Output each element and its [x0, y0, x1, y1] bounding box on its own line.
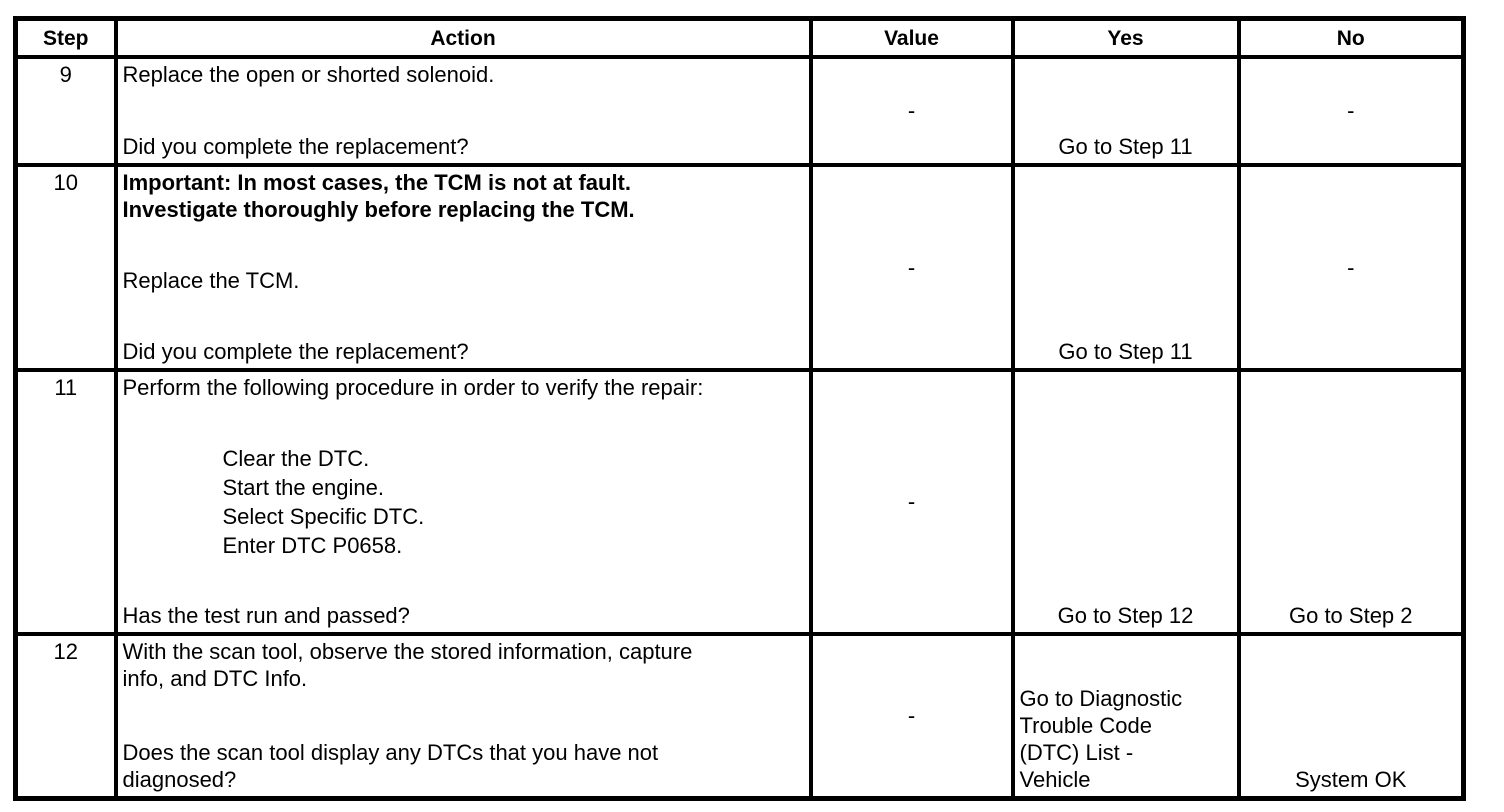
list-item: Select Specific DTC.: [222, 503, 425, 529]
col-header-yes: Yes: [1010, 16, 1241, 59]
value-cell: -: [808, 632, 1015, 801]
action-cell: Important: In most cases, the TCM is not…: [113, 163, 813, 372]
list-item: Enter DTC P0658.: [222, 532, 403, 558]
no-cell: Go to Step 2: [1236, 368, 1466, 636]
yes-cell: Go to Step 11: [1010, 55, 1241, 167]
step-cell: 10: [13, 163, 118, 372]
list-item: Start the engine.: [222, 474, 384, 500]
yes-cell: Go to Diagnostic Trouble Code (DTC) List…: [1010, 632, 1241, 801]
action-cell: Replace the open or shorted solenoid. Di…: [113, 55, 813, 167]
action-important-text: Important: In most cases, the TCM is not…: [122, 170, 635, 222]
step-number: 10: [53, 170, 78, 195]
action-question: Did you complete the replacement?: [122, 134, 469, 159]
action-text: With the scan tool, observe the stored i…: [122, 639, 693, 691]
no-cell: -: [1236, 163, 1466, 372]
table-row-step-10: 10 Important: In most cases, the TCM is …: [13, 163, 1466, 372]
header-row: Step Action Value Yes No: [13, 16, 1466, 59]
value-text: -: [907, 254, 916, 280]
table-row-step-11: 11 Perform the following procedure in or…: [13, 368, 1466, 636]
yes-text: Go to Diagnostic Trouble Code (DTC) List…: [1019, 686, 1183, 792]
diagnostic-table-container: Step Action Value Yes No 9 Replace the o…: [13, 16, 1466, 801]
action-text: Replace the open or shorted solenoid.: [122, 62, 495, 87]
yes-text: Go to Step 11: [1058, 339, 1193, 364]
yes-text: Go to Step 11: [1058, 134, 1193, 159]
col-header-step: Step: [13, 16, 118, 59]
step-number: 11: [54, 375, 78, 400]
action-text: Perform the following procedure in order…: [122, 375, 704, 400]
value-cell: -: [808, 55, 1015, 167]
step-number: 9: [59, 62, 72, 87]
col-header-value: Value: [808, 16, 1015, 59]
step-cell: 9: [13, 55, 118, 167]
no-cell: -: [1236, 55, 1466, 167]
table-row-step-12: 12 With the scan tool, observe the store…: [13, 632, 1466, 801]
value-text: -: [907, 703, 916, 728]
action-question: Did you complete the replacement?: [122, 339, 469, 364]
yes-cell: Go to Step 11: [1010, 163, 1241, 372]
step-cell: 12: [13, 632, 118, 801]
action-cell: Perform the following procedure in order…: [113, 368, 813, 636]
yes-text: Go to Step 12: [1057, 603, 1194, 628]
action-question: Has the test run and passed?: [122, 603, 410, 628]
step-number: 12: [53, 639, 78, 664]
diagnostic-table: Step Action Value Yes No 9 Replace the o…: [13, 16, 1466, 801]
action-question: Does the scan tool display any DTCs that…: [122, 740, 659, 792]
value-text: -: [907, 98, 916, 123]
no-text: Go to Step 2: [1288, 603, 1413, 628]
value-cell: -: [808, 163, 1015, 372]
action-cell: With the scan tool, observe the stored i…: [113, 632, 813, 801]
no-cell: System OK: [1236, 632, 1466, 801]
step-cell: 11: [13, 368, 118, 636]
col-header-no: No: [1236, 16, 1466, 59]
no-text: -: [1347, 254, 1355, 280]
value-text: -: [907, 489, 916, 514]
table-row-step-9: 9 Replace the open or shorted solenoid. …: [13, 55, 1466, 167]
yes-cell: Go to Step 12: [1010, 368, 1241, 636]
action-procedure-list: Clear the DTC. Start the engine. Select …: [223, 444, 804, 560]
list-item: Clear the DTC.: [222, 445, 370, 471]
no-text: -: [1347, 98, 1355, 123]
col-header-action: Action: [113, 16, 813, 59]
value-cell: -: [808, 368, 1015, 636]
action-text: Replace the TCM.: [122, 268, 300, 293]
no-text: System OK: [1295, 767, 1407, 792]
